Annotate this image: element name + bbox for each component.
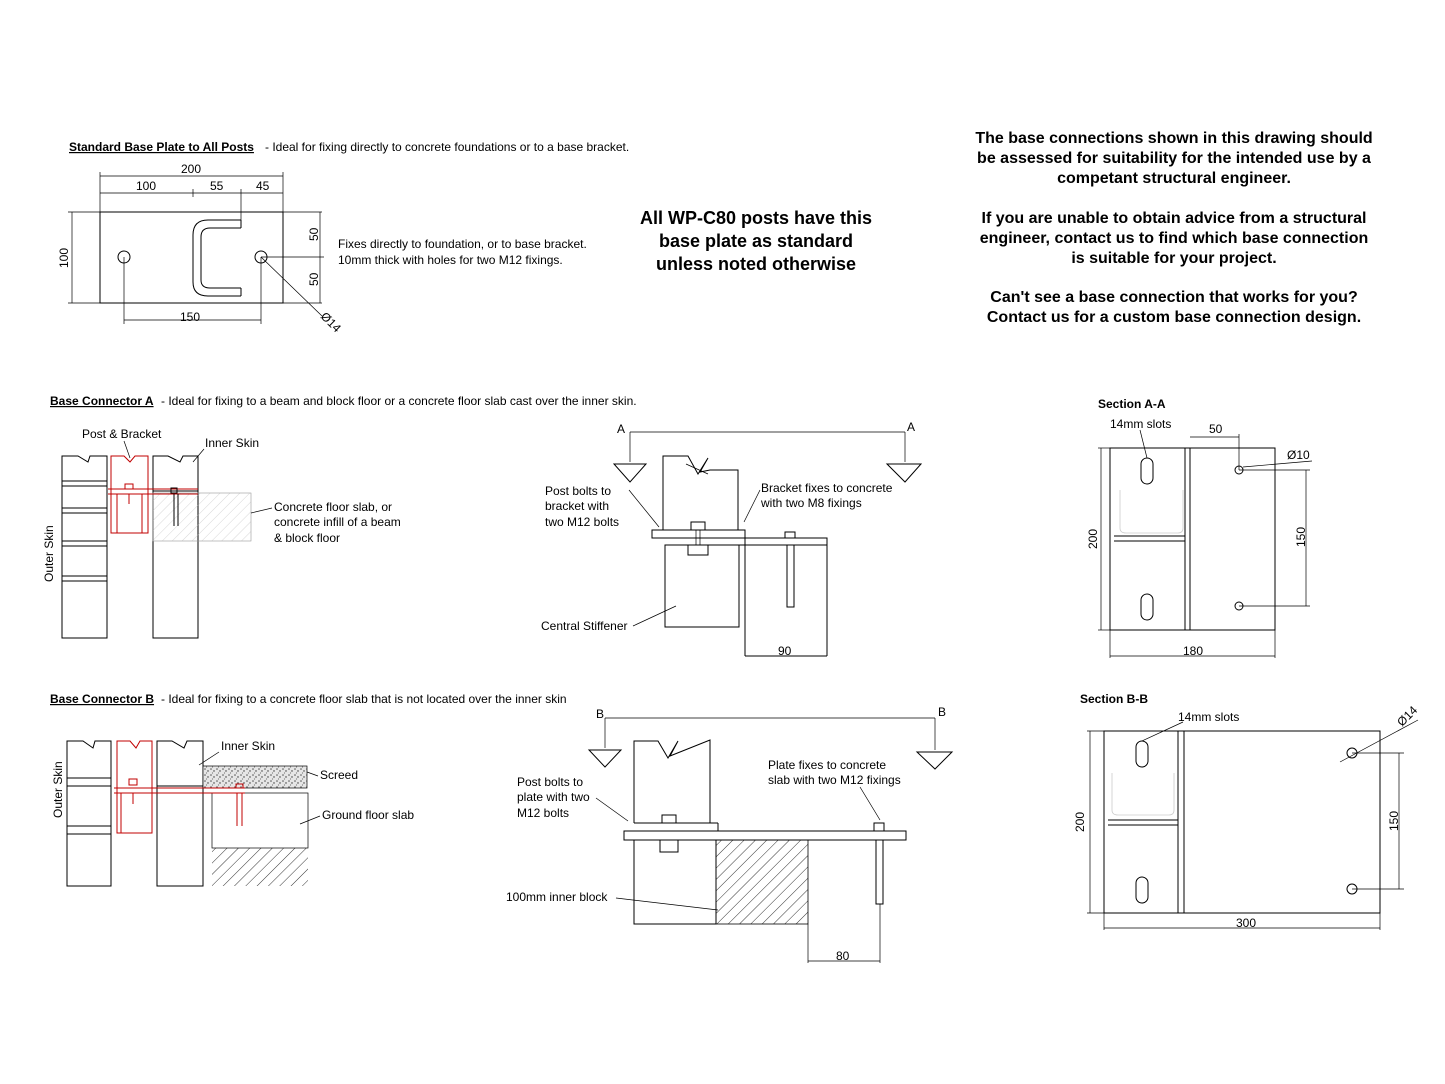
inner-skin-b-label: Inner Skin — [221, 739, 275, 753]
plate-fixes-2: slab with two M12 fixings — [768, 773, 901, 787]
inner-block-label: 100mm inner block — [506, 890, 608, 904]
section-mark-a-right: A — [907, 420, 915, 434]
right-note-5: engineer, contact us to find which base … — [980, 230, 1369, 247]
post-bracket-label: Post & Bracket — [82, 427, 162, 441]
wall-detail-b: Inner Skin Outer Skin Screed Ground floo… — [51, 739, 414, 887]
post-bolts-b-2: plate with two — [517, 790, 590, 804]
dim-50-bottom: 50 — [307, 272, 321, 286]
center-note: All WP-C80 posts have this base plate as… — [640, 208, 872, 274]
dim-height-100: 100 — [57, 248, 71, 268]
slab-label-3: & block floor — [274, 531, 340, 545]
post-bolts-b-1: Post bolts to — [517, 775, 583, 789]
section-a-a: Section A-A 50 150 200 180 — [1086, 397, 1313, 658]
section-mark-b-left: B — [596, 707, 604, 721]
standard-title: Standard Base Plate to All Posts — [69, 140, 254, 154]
dim-180: 180 — [1183, 644, 1203, 658]
section-a-title: Section A-A — [1098, 397, 1166, 411]
ground-slab-label: Ground floor slab — [322, 808, 414, 822]
dim-dia-14: Ø14 — [318, 309, 344, 335]
screed-label: Screed — [320, 768, 358, 782]
dim-200-b: 200 — [1073, 812, 1087, 832]
wall-detail-a: Post & Bracket Inner Skin Outer Skin Con… — [42, 427, 401, 639]
center-note-1: All WP-C80 posts have this — [640, 208, 872, 228]
center-note-3: unless noted otherwise — [656, 254, 856, 274]
dim-50-a: 50 — [1209, 422, 1223, 436]
bracket-fixes-2: with two M8 fixings — [760, 496, 862, 510]
slots-a-label: 14mm slots — [1110, 417, 1171, 431]
dim-55: 55 — [210, 179, 224, 193]
right-note-1: The base connections shown in this drawi… — [975, 130, 1372, 147]
dim-200-a: 200 — [1086, 529, 1100, 549]
dim-45: 45 — [256, 179, 270, 193]
dim-200: 200 — [181, 162, 201, 176]
bracket-fixes-1: Bracket fixes to concrete — [761, 481, 893, 495]
section-mark-a-left: A — [617, 422, 625, 436]
section-b-title: Section B-B — [1080, 692, 1148, 706]
slab-label-1: Concrete floor slab, or — [274, 500, 392, 514]
right-note-7: Can't see a base connection that works f… — [990, 289, 1357, 306]
section-b-b: Section B-B 150 200 300 14mm slots — [1073, 692, 1420, 930]
post-bolts-a-1: Post bolts to — [545, 484, 611, 498]
dim-150-a: 150 — [1294, 527, 1308, 547]
plate-note-2: 10mm thick with holes for two M12 fixing… — [338, 253, 563, 267]
dim-80: 80 — [836, 949, 850, 963]
right-note: The base connections shown in this drawi… — [975, 130, 1372, 326]
right-note-4: If you are unable to obtain advice from … — [982, 210, 1367, 227]
conn-b-desc: - Ideal for fixing to a concrete floor s… — [161, 692, 567, 706]
base-connector-b: Base Connector B - Ideal for fixing to a… — [50, 692, 1420, 963]
central-stiffener-label: Central Stiffener — [541, 619, 628, 633]
center-note-2: base plate as standard — [659, 231, 853, 251]
base-connector-a: Base Connector A - Ideal for fixing to a… — [42, 394, 1313, 658]
conn-b-title: Base Connector B — [50, 692, 154, 706]
section-mark-b-right: B — [938, 705, 946, 719]
slab-label-2: concrete infill of a beam — [274, 515, 401, 529]
plate-fixes-1: Plate fixes to concrete — [768, 758, 886, 772]
right-note-8: Contact us for a custom base connection … — [987, 309, 1361, 326]
dim-150: 150 — [180, 310, 200, 324]
slots-b-label: 14mm slots — [1178, 710, 1239, 724]
dim-100: 100 — [136, 179, 156, 193]
post-bolts-a-2: bracket with — [545, 499, 609, 513]
plate-note-1: Fixes directly to foundation, or to base… — [338, 237, 587, 251]
standard-base-plate: Standard Base Plate to All Posts - Ideal… — [57, 140, 629, 335]
right-note-3: competant structural engineer. — [1057, 170, 1291, 187]
dim-300: 300 — [1236, 916, 1256, 930]
dim-dia-14-b: Ø14 — [1394, 703, 1420, 729]
right-note-6: is suitable for your project. — [1071, 250, 1276, 267]
bracket-elevation-a: A A 90 Post bolts to — [541, 420, 923, 658]
plate-elevation-b: B B 80 Post bolts to plate with two M — [506, 705, 954, 963]
standard-desc: - Ideal for fixing directly to concrete … — [265, 140, 629, 154]
outer-skin-b-label: Outer Skin — [51, 761, 65, 818]
right-note-2: be assessed for suitability for the inte… — [977, 150, 1371, 167]
conn-a-title: Base Connector A — [50, 394, 154, 408]
dim-50-top: 50 — [307, 227, 321, 241]
dim-150-b: 150 — [1387, 811, 1401, 831]
dim-90: 90 — [778, 644, 792, 658]
inner-skin-a-label: Inner Skin — [205, 436, 259, 450]
dim-dia-10: Ø10 — [1287, 448, 1310, 462]
conn-a-desc: - Ideal for fixing to a beam and block f… — [161, 394, 637, 408]
post-bolts-a-3: two M12 bolts — [545, 515, 619, 529]
post-bolts-b-3: M12 bolts — [517, 806, 569, 820]
outer-skin-a-label: Outer Skin — [42, 525, 56, 582]
